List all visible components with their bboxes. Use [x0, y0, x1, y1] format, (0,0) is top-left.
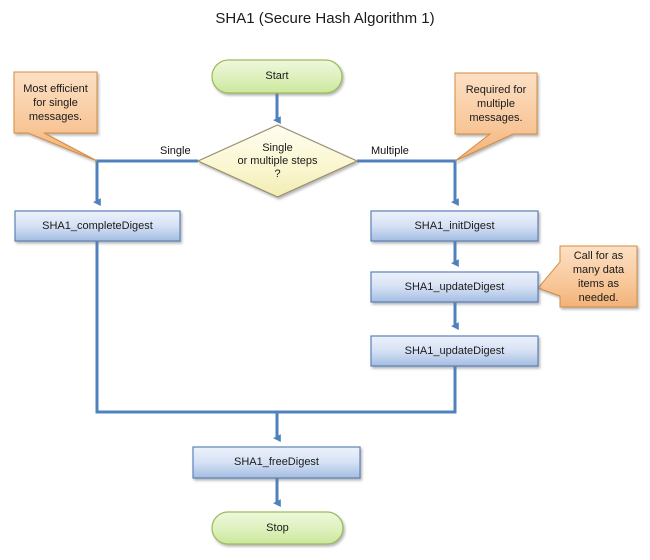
node-start [211, 59, 343, 94]
callout-left [13, 71, 98, 162]
node-update-digest-2-shape [370, 335, 539, 367]
node-decision [196, 124, 359, 198]
callout-right-shape [454, 72, 538, 162]
callout-update [537, 245, 638, 308]
node-stop [211, 511, 344, 545]
node-update-digest-2 [370, 335, 539, 367]
edge-label-multiple: Multiple [371, 145, 409, 157]
edge-label-single: Single [160, 145, 191, 157]
node-free-digest [192, 446, 361, 479]
edge-update2-to-merge [277, 366, 457, 414]
node-complete-digest [14, 210, 181, 242]
edge-decision-single [93, 159, 198, 207]
node-update-digest-1-shape [370, 271, 539, 303]
node-init-digest [370, 210, 539, 242]
page-title: SHA1 (Secure Hash Algorithm 1) [215, 10, 435, 27]
node-free-digest-shape [192, 446, 361, 479]
callout-right [454, 72, 538, 162]
edge-complete-to-merge [95, 241, 277, 414]
edge-decision-multiple [357, 159, 459, 207]
node-decision-shape [196, 124, 359, 198]
node-init-digest-shape [370, 210, 539, 242]
node-complete-digest-shape [14, 210, 181, 242]
node-stop-shape [211, 511, 344, 545]
callout-left-shape [13, 71, 98, 162]
node-start-shape [211, 59, 343, 94]
callout-update-shape [537, 245, 638, 308]
node-update-digest-1 [370, 271, 539, 303]
